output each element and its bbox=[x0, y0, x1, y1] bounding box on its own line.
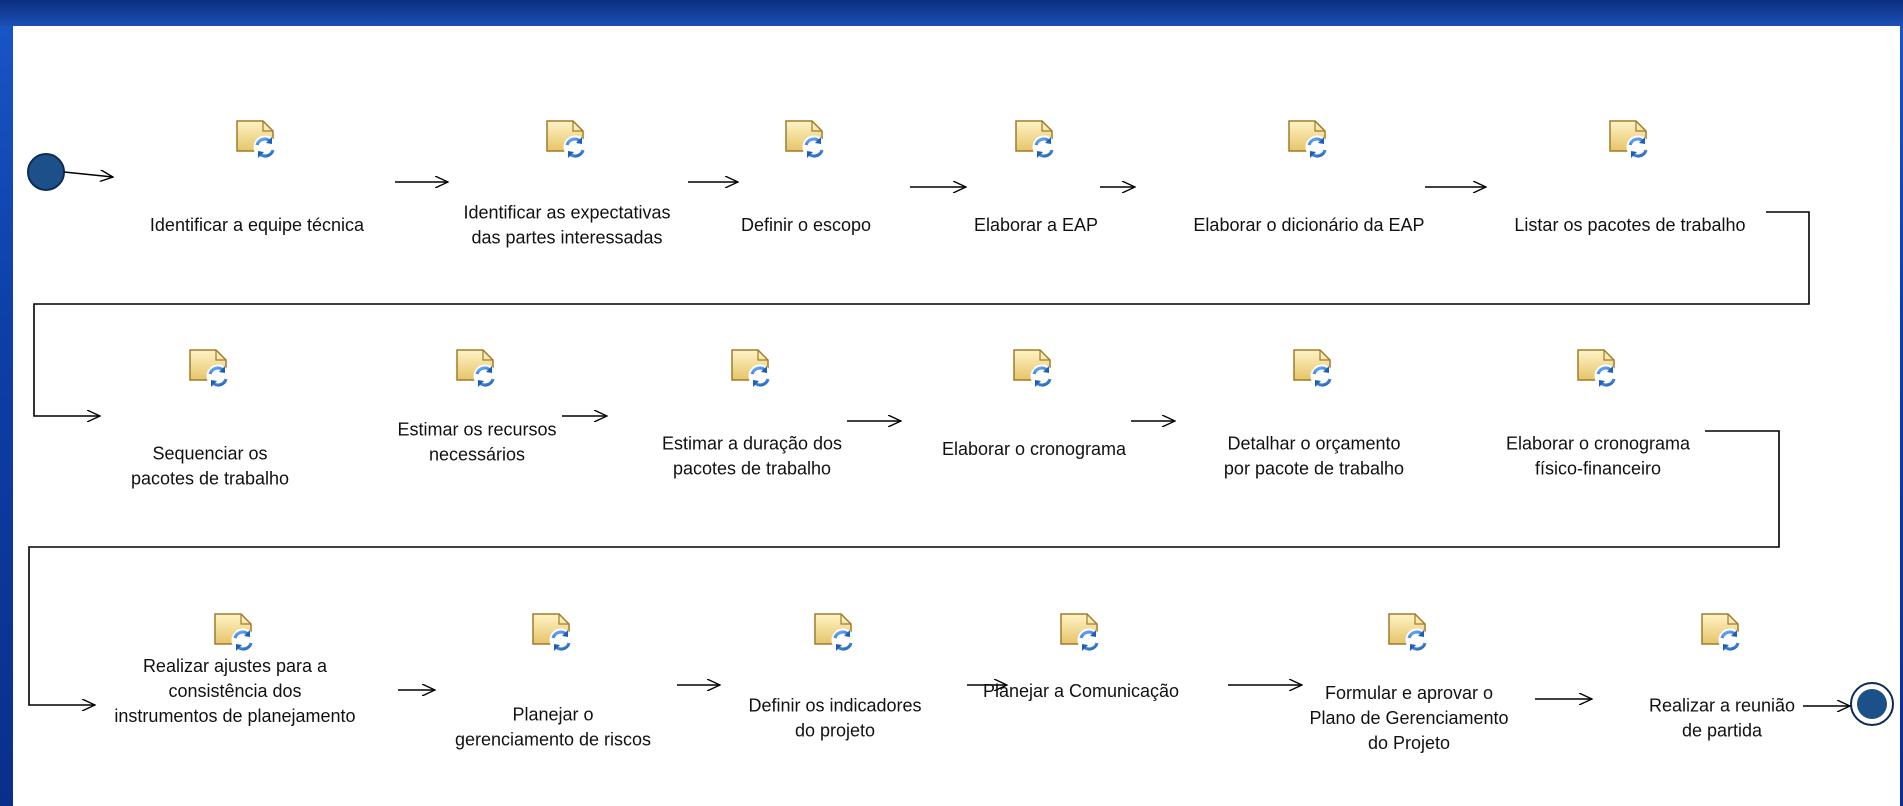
activity-icon bbox=[814, 613, 855, 652]
activity-icon bbox=[1388, 613, 1429, 652]
activity-label: do Projeto bbox=[1368, 733, 1450, 753]
activity-label: Identificar as expectativas bbox=[463, 203, 670, 223]
activity-label: Detalhar o orçamento bbox=[1227, 434, 1400, 454]
activity-icon bbox=[1015, 120, 1056, 159]
activity-label: instrumentos de planejamento bbox=[114, 706, 355, 726]
activity-node[interactable]: Definir os indicadores do projeto bbox=[748, 613, 922, 741]
activity-icon bbox=[1577, 349, 1618, 388]
activity-icon bbox=[456, 349, 497, 388]
activity-node[interactable]: Identificar as expectativas das partes in… bbox=[463, 120, 671, 248]
activity-label: consistência dos bbox=[168, 681, 301, 701]
activity-label: Elaborar a EAP bbox=[974, 215, 1098, 235]
activity-label: Definir o escopo bbox=[741, 215, 871, 235]
activity-icon bbox=[236, 120, 277, 159]
activity-node[interactable]: Elaborar o dicionário da EAP bbox=[1193, 120, 1425, 235]
activity-label: Elaborar o dicionário da EAP bbox=[1193, 215, 1424, 235]
activity-node[interactable]: Planejar a Comunicação bbox=[983, 613, 1179, 701]
activity-node[interactable]: Elaborar a EAP bbox=[974, 120, 1098, 235]
activity-label: Elaborar o cronograma bbox=[1506, 434, 1691, 454]
final-node bbox=[1850, 682, 1894, 726]
activity-label: por pacote de trabalho bbox=[1224, 459, 1404, 479]
activity-label: do projeto bbox=[795, 721, 875, 741]
activity-icon bbox=[1293, 349, 1334, 388]
activity-node[interactable]: Listar os pacotes de trabalho bbox=[1514, 120, 1746, 235]
activity-icon bbox=[532, 613, 573, 652]
activity-label: Listar os pacotes de trabalho bbox=[1514, 215, 1745, 235]
activity-node[interactable]: Planejar o gerenciamento de riscos bbox=[455, 613, 651, 750]
activity-node[interactable]: Realizar ajustes para a consistência dos i… bbox=[114, 613, 356, 726]
activity-node[interactable]: Elaborar o cronograma bbox=[942, 349, 1127, 459]
activity-label: físico-financeiro bbox=[1535, 459, 1661, 479]
activity-node[interactable]: Estimar os recursos necessários bbox=[397, 349, 557, 465]
activity-node[interactable]: Detalhar o orçamento por pacote de trabal… bbox=[1224, 349, 1404, 479]
activity-icon bbox=[785, 120, 826, 159]
activity-node[interactable]: Identificar a equipe técnica bbox=[150, 120, 365, 235]
activity-icon bbox=[546, 120, 587, 159]
activity-label: pacotes de trabalho bbox=[673, 459, 831, 479]
activity-node[interactable]: Definir o escopo bbox=[741, 120, 871, 235]
activity-icon bbox=[1013, 349, 1054, 388]
activity-icon bbox=[214, 613, 255, 652]
activity-label: Plano de Gerenciamento bbox=[1309, 708, 1508, 728]
activity-icon bbox=[1288, 120, 1329, 159]
activity-label: Estimar a duração dos bbox=[662, 434, 842, 454]
activity-label: pacotes de trabalho bbox=[131, 469, 289, 489]
activity-label: Realizar ajustes para a bbox=[143, 656, 328, 676]
activity-icon bbox=[731, 349, 772, 388]
activity-node[interactable]: Estimar a duração dos pacotes de trabalho bbox=[662, 349, 842, 479]
activity-label: Planejar a Comunicação bbox=[983, 681, 1179, 701]
activity-label: das partes interessadas bbox=[471, 228, 662, 248]
flow-edges bbox=[28, 172, 1850, 706]
activity-label: Sequenciar os bbox=[152, 444, 267, 464]
activity-icon bbox=[1609, 120, 1650, 159]
activity-label: Definir os indicadores bbox=[748, 696, 921, 716]
activity-node[interactable]: Formular e aprovar o Plano de Gerenciamen… bbox=[1309, 613, 1509, 753]
slide-top-bar bbox=[0, 0, 1903, 26]
activity-label: de partida bbox=[1682, 721, 1763, 741]
activity-label: Realizar a reunião bbox=[1649, 696, 1795, 716]
activity-node[interactable]: Sequenciar os pacotes de trabalho bbox=[131, 349, 289, 489]
activity-label: Formular e aprovar o bbox=[1325, 683, 1493, 703]
activity-label: Elaborar o cronograma bbox=[942, 439, 1127, 459]
activity-icon bbox=[189, 349, 230, 388]
activity-label: Planejar o bbox=[512, 705, 593, 725]
diagram-canvas bbox=[13, 26, 1900, 806]
activity-icon bbox=[1060, 613, 1101, 652]
activity-label: Identificar a equipe técnica bbox=[150, 215, 365, 235]
activity-label: Estimar os recursos bbox=[397, 420, 556, 440]
activity-label: gerenciamento de riscos bbox=[455, 730, 651, 750]
activity-icon bbox=[1701, 613, 1742, 652]
activity-node[interactable]: Elaborar o cronograma físico-financeiro bbox=[1506, 349, 1691, 479]
initial-node bbox=[27, 153, 65, 191]
activity-node[interactable]: Realizar a reunião de partida bbox=[1649, 613, 1795, 741]
activity-label: necessários bbox=[429, 445, 525, 465]
